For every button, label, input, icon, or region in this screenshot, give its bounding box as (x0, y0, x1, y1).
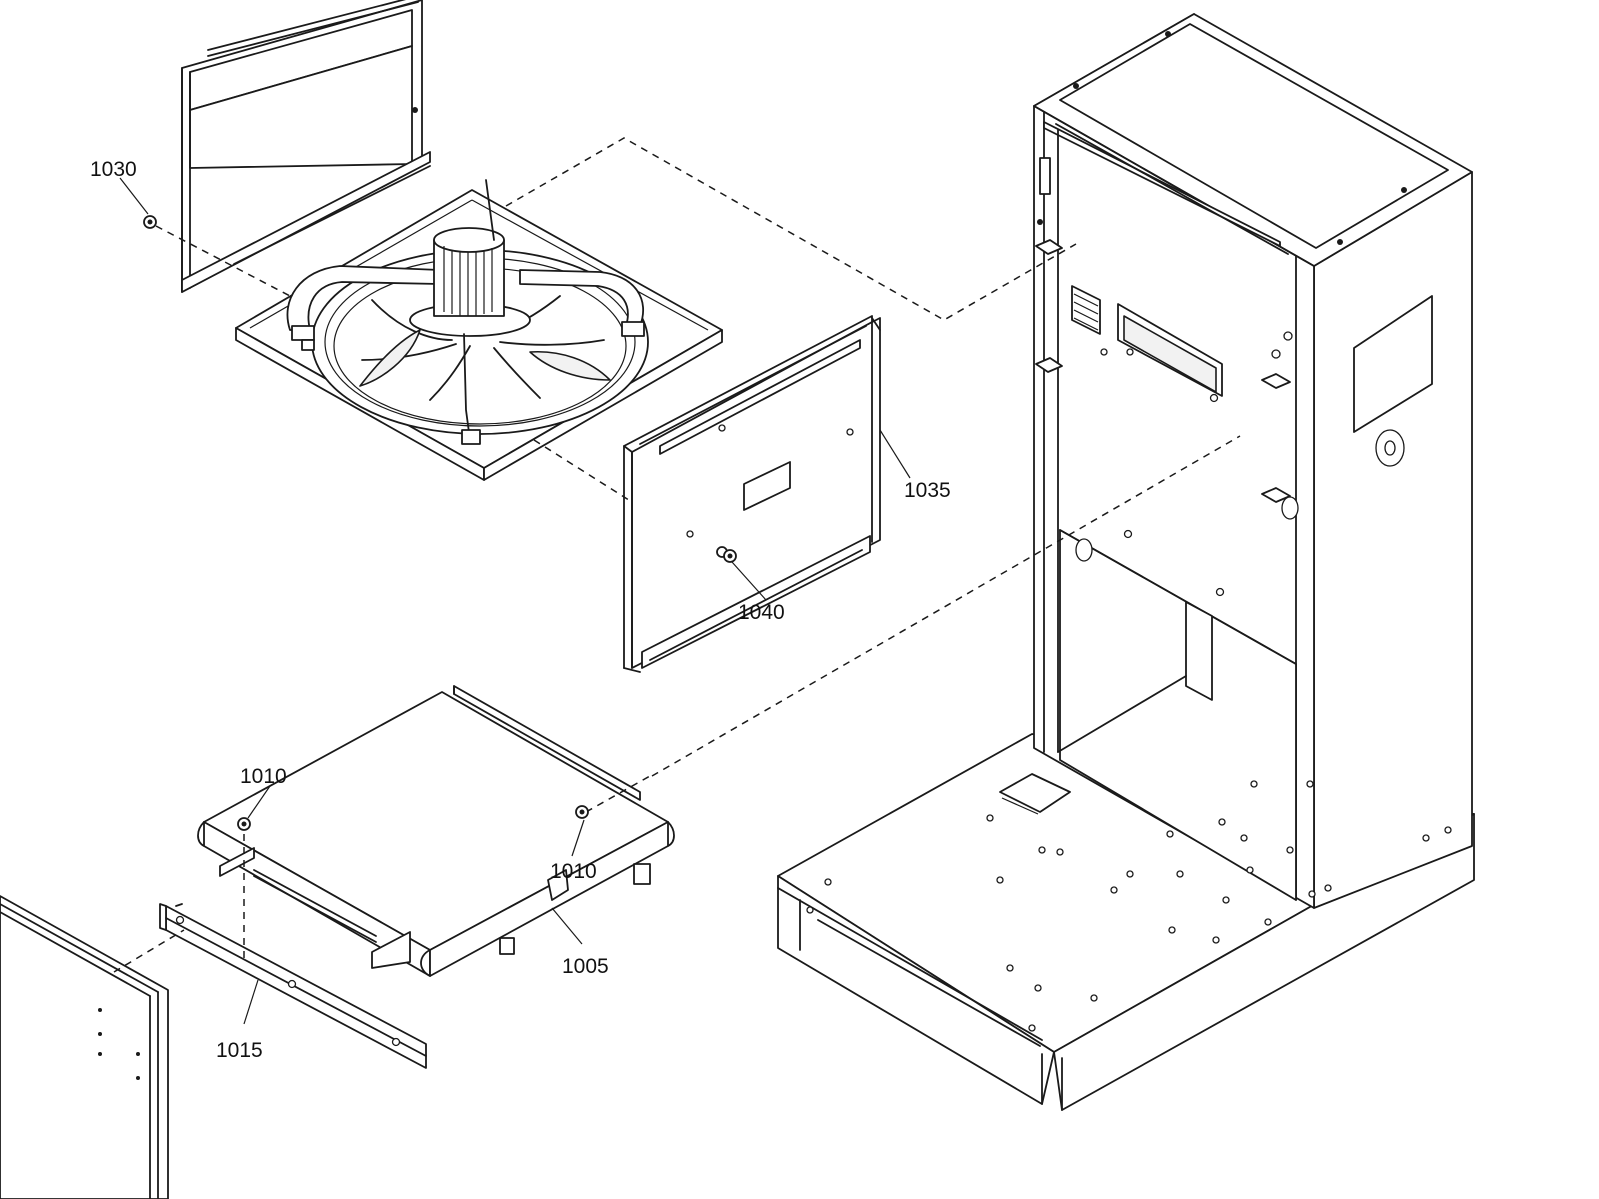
side-panel-bottom-left (0, 895, 169, 1199)
callout-leaders (119, 177, 911, 1025)
screws (143, 215, 737, 831)
callout-1010-right: 1010 (550, 860, 597, 883)
callout-1040: 1040 (738, 601, 785, 624)
callout-1030: 1030 (90, 158, 137, 181)
condenser-fan-assembly (235, 179, 723, 481)
screw-1040-icon (723, 549, 737, 563)
cabinet-frame (777, 13, 1475, 1111)
callout-1015: 1015 (216, 1039, 263, 1062)
screw-1010-left-icon (237, 817, 251, 831)
callout-1035: 1035 (904, 479, 951, 502)
screw-1010-right-icon (575, 805, 589, 819)
callout-1010-left: 1010 (240, 765, 287, 788)
shroud-panel-1035 (623, 315, 881, 673)
drain-pan-1005 (197, 685, 675, 977)
callout-1005: 1005 (562, 955, 609, 978)
callout-labels: 1030 1035 1040 1010 1010 1005 1015 (90, 158, 951, 1062)
assembly-guide-lines (113, 137, 1241, 973)
screw-1030-icon (143, 215, 157, 229)
bracket-1015 (159, 903, 427, 1069)
side-panel-top-left (181, 0, 431, 293)
